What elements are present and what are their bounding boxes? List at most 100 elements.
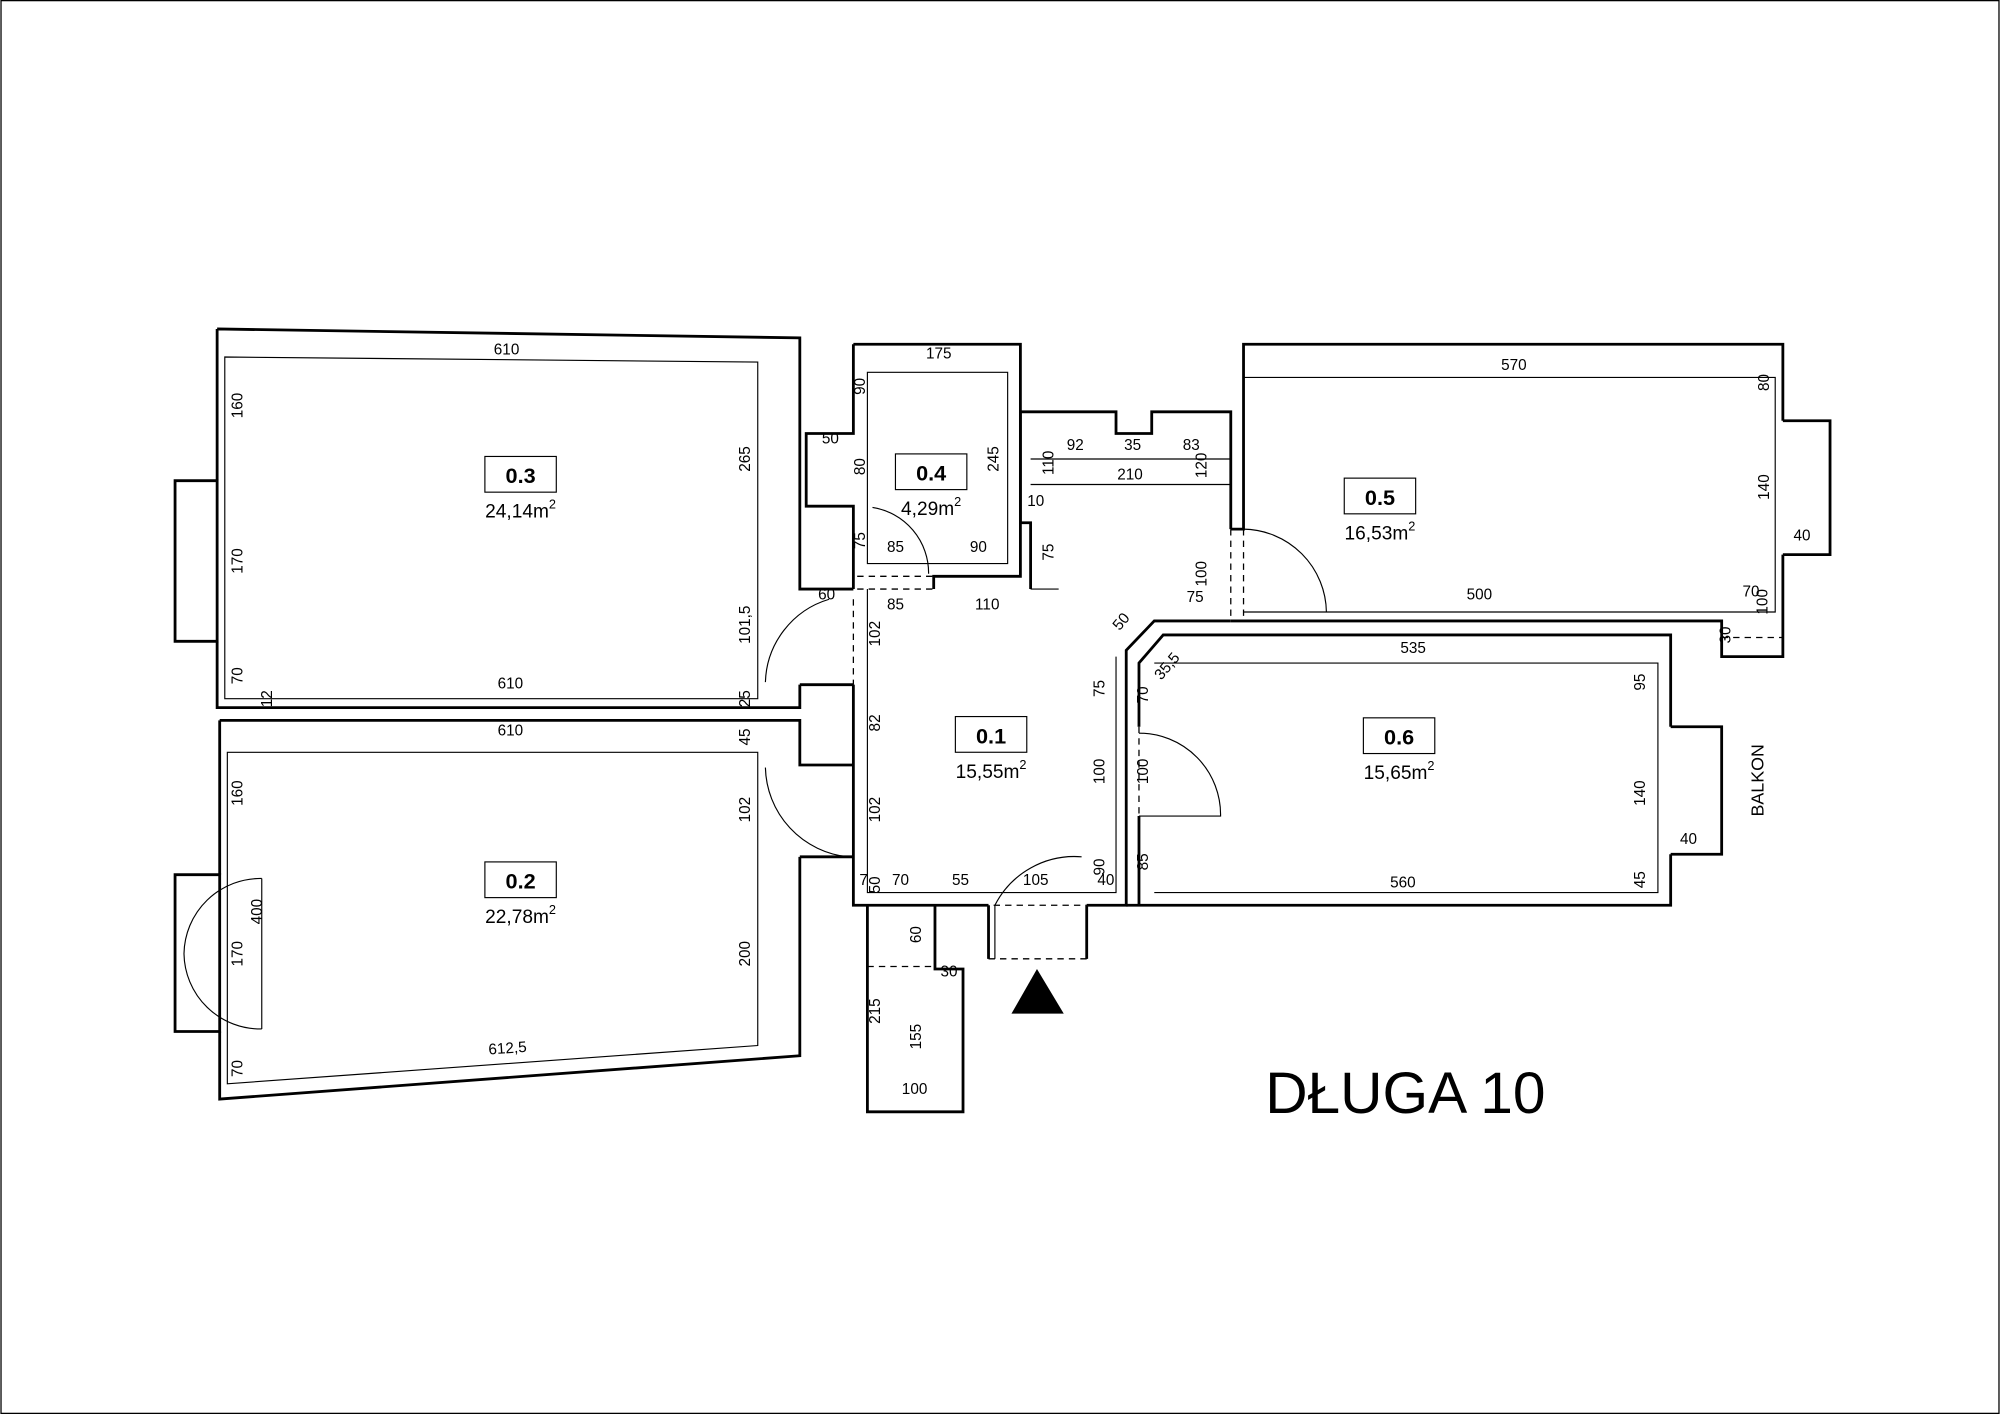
dimension-label: 210 <box>1117 466 1143 483</box>
window-room-0-3 <box>173 479 219 643</box>
dimension-label: 35 <box>1124 437 1141 454</box>
dimension-label: 40 <box>1097 872 1114 889</box>
dimension-label: 10 <box>1027 493 1044 510</box>
dimension-label: 102 <box>737 797 754 823</box>
dimension-label: 265 <box>737 446 754 472</box>
dimension-label: 82 <box>867 714 884 731</box>
room-number: 0.6 <box>1384 725 1414 750</box>
room-area: 15,65m2 <box>1364 758 1435 784</box>
dimension-label: 30 <box>940 964 957 981</box>
dimension-label: 101,5 <box>737 606 754 644</box>
dimension-label: 50 <box>867 876 884 893</box>
dimension-label: 12 <box>259 690 276 707</box>
dimension-label: 70 <box>1742 584 1759 601</box>
dimension-label: 500 <box>1467 586 1493 603</box>
dimension-label: 610 <box>494 341 520 358</box>
room-area: 24,14m2 <box>485 497 556 523</box>
dimension-label: 160 <box>230 393 247 419</box>
dimension-label: 215 <box>867 998 884 1024</box>
dimension-label: 140 <box>1756 474 1773 500</box>
room-number-box <box>484 861 557 899</box>
dimension-label: 140 <box>1632 780 1649 806</box>
dimension-label: 70 <box>230 1060 247 1077</box>
dimension-label: 100 <box>1755 589 1772 615</box>
dimension-label: 570 <box>1501 357 1527 374</box>
dimension-label: 90 <box>852 378 869 395</box>
dimension-label: 560 <box>1390 874 1416 891</box>
dimension-label: 75 <box>852 532 869 549</box>
dimension-label: 7 <box>859 872 868 889</box>
dimension-label: 25 <box>737 690 754 707</box>
dimension-label: 92 <box>1067 437 1084 454</box>
dimension-label: 50 <box>822 431 839 448</box>
dimension-label: 90 <box>970 539 987 556</box>
dimension-label: 102 <box>867 797 884 823</box>
balcony-door-room-0-2 <box>173 873 222 1033</box>
room-0-3: 0.324,14m2 <box>484 455 557 523</box>
dimension-label: 60 <box>818 586 835 603</box>
room-number: 0.2 <box>506 869 536 894</box>
dimension-label: 70 <box>230 667 247 684</box>
dimension-label: 75 <box>1187 589 1204 606</box>
dimension-label: 245 <box>986 446 1003 472</box>
room-number-box <box>954 715 1028 753</box>
window-room-0-5 <box>1782 419 1832 557</box>
dimension-label: 50 <box>1110 610 1134 634</box>
entrance-arrow-icon <box>1011 969 1064 1014</box>
room-number-box <box>1362 717 1436 755</box>
dimension-label: 90 <box>1092 859 1109 876</box>
dimension-label: 83 <box>1183 437 1200 454</box>
dimension-label: 110 <box>1041 451 1058 475</box>
dimension-label: 70 <box>892 872 909 889</box>
dimension-label: 160 <box>230 780 247 806</box>
room-number: 0.5 <box>1365 485 1395 510</box>
dimension-label: 55 <box>952 872 969 889</box>
dimension-label: 75 <box>1041 544 1058 561</box>
room-number: 0.4 <box>916 461 946 486</box>
room-labels: 0.1 15,55m2 0.222,78m2 0.324,14m2 0.4 4,29m2 0… <box>484 453 1436 928</box>
dimension-label: 100 <box>1194 561 1211 587</box>
dimension-label: 30 <box>1718 626 1735 643</box>
room-0-6: 0.6 15,65m2 <box>1362 717 1436 784</box>
room-area: 16,53m2 <box>1345 518 1416 544</box>
dimension-label: 45 <box>1632 871 1649 888</box>
walls <box>173 327 1832 1114</box>
dimension-label: 85 <box>1135 853 1152 870</box>
dimension-label: 170 <box>230 941 247 967</box>
dimension-label: 100 <box>1092 759 1109 785</box>
room-0-5: 0.5 16,53m2 <box>1343 477 1417 544</box>
dimension-label: 45 <box>737 728 754 745</box>
room-number-box <box>484 455 557 493</box>
balcony-room-0-6 <box>1670 725 1724 856</box>
dimension-label: 175 <box>926 345 952 362</box>
dimension-label: 75 <box>1092 680 1109 697</box>
dimension-label: 102 <box>867 621 884 647</box>
dimension-label: 40 <box>1680 831 1697 848</box>
room-area: 4,29m2 <box>901 494 961 520</box>
dimension-label: 610 <box>498 676 524 693</box>
room-0-2: 0.222,78m2 <box>484 861 557 928</box>
dimension-label: 155 <box>908 1024 925 1050</box>
dimension-label: 610 <box>498 723 524 740</box>
dimension-label: 100 <box>902 1081 928 1098</box>
dimension-label: 60 <box>908 926 925 943</box>
room-area: 15,55m2 <box>956 757 1027 783</box>
dimension-label: 200 <box>737 941 754 967</box>
plan-title: DŁUGA 10 <box>1265 1061 1545 1126</box>
dimension-label: 612,5 <box>488 1039 527 1059</box>
dimension-label: 80 <box>852 458 869 475</box>
room-number-box <box>894 453 968 491</box>
dimension-label: 535 <box>1400 640 1426 657</box>
balcony-label: BALKON <box>1748 744 1768 816</box>
dimension-label: 400 <box>249 899 266 925</box>
dimension-label: 85 <box>887 539 904 556</box>
dimension-label: 70 <box>1135 686 1152 703</box>
dimension-label: 170 <box>230 548 247 574</box>
dimension-label: 40 <box>1793 528 1810 545</box>
dimension-label: 85 <box>887 596 904 613</box>
room-0-1: 0.1 15,55m2 <box>954 715 1028 783</box>
dimension-label: 110 <box>975 596 999 613</box>
room-number: 0.1 <box>976 723 1006 748</box>
